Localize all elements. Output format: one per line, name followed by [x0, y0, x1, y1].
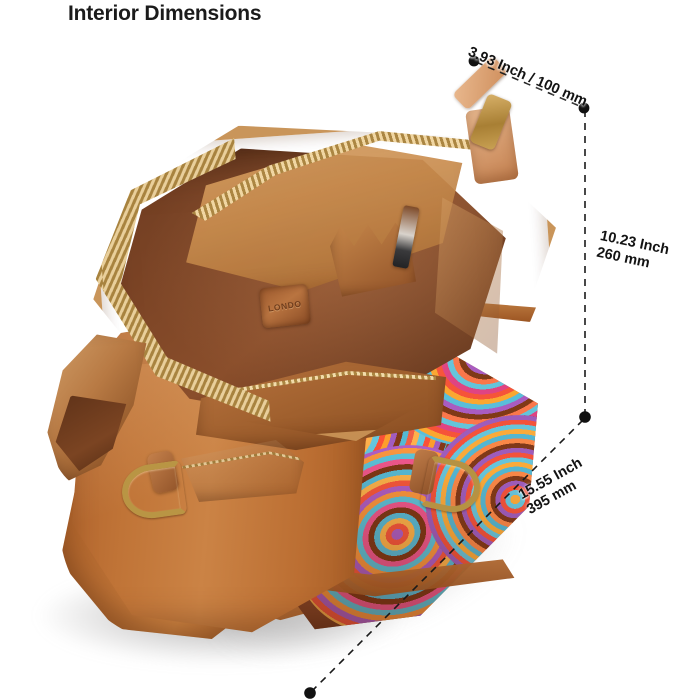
page-title: Interior Dimensions: [68, 2, 262, 25]
